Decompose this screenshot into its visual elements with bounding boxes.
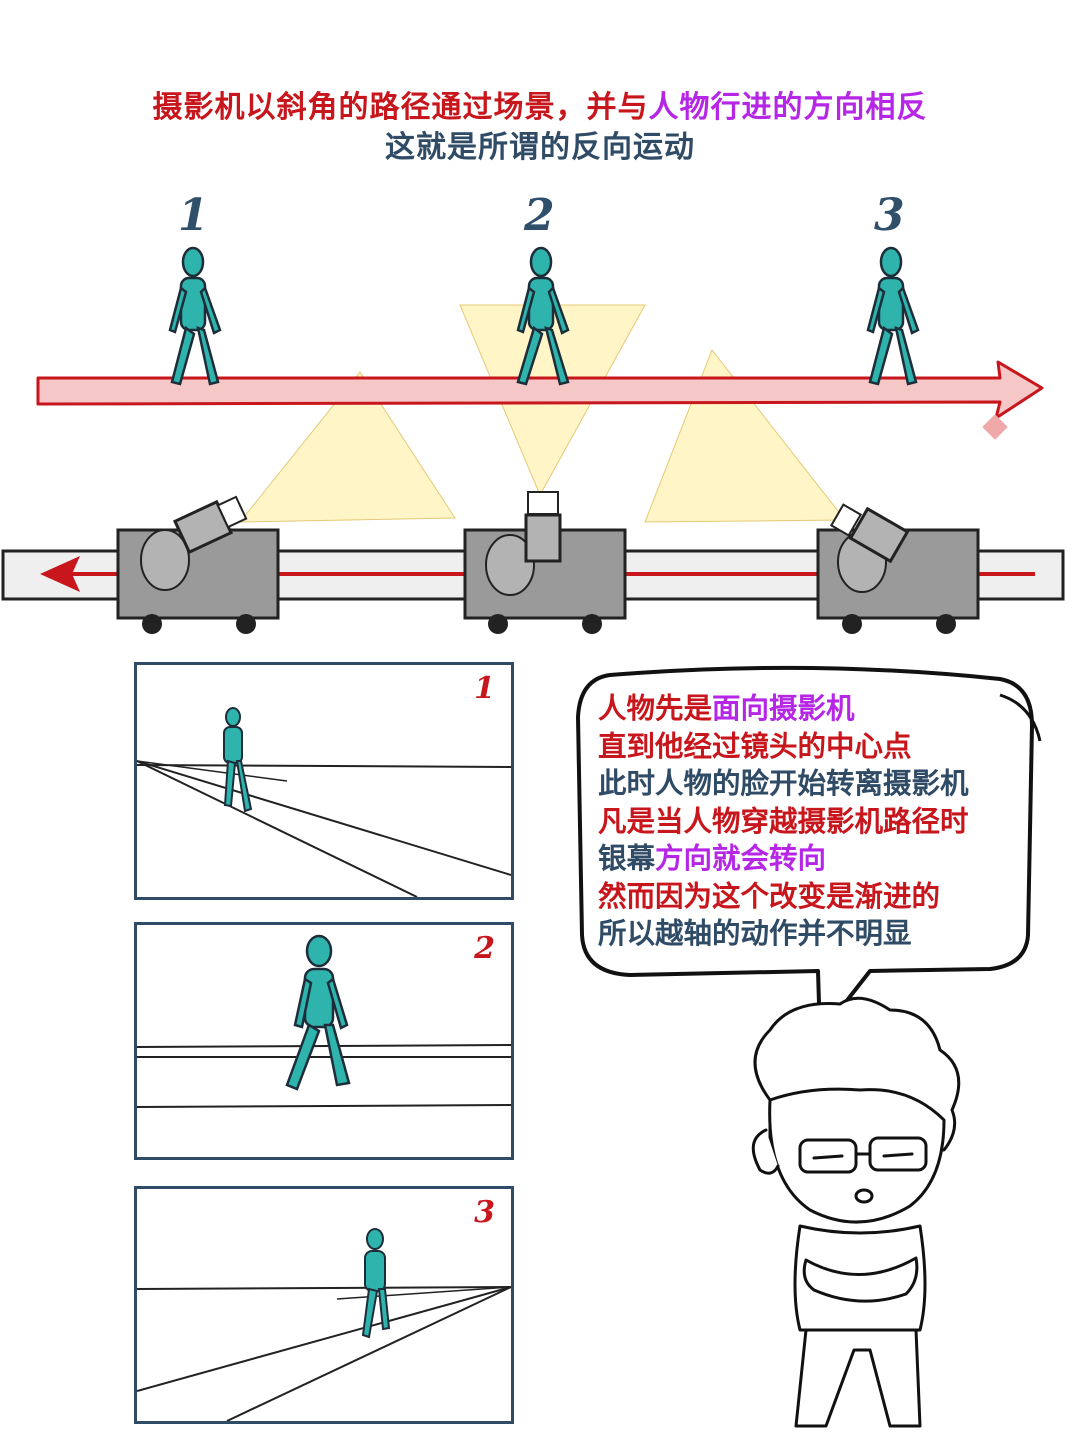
position-label-1: 1 <box>178 190 209 241</box>
bubble-line-1: 人物先是面向摄影机 <box>598 690 969 728</box>
title-part-red: 摄影机以斜角的路径通过场景，并与 <box>152 90 649 125</box>
walking-figure-icon <box>168 246 222 386</box>
storyboard-panel-1: 1 <box>134 662 514 900</box>
bubble-line-6: 然而因为这个改变是渐进的 <box>598 879 941 913</box>
bubble-line-2: 直到他经过镜头的中心点 <box>598 729 912 763</box>
bubble-line-5a: 银幕 <box>598 842 656 875</box>
storyboard-panel-3: 3 <box>134 1186 514 1424</box>
speech-bubble <box>576 665 1042 1037</box>
bubble-line-5: 银幕方向就会转向 <box>598 840 969 878</box>
page-subtitle: 这就是所谓的反向运动 <box>385 130 695 165</box>
storyboard-panel-2: 2 <box>134 922 514 1160</box>
panel-1-drawing <box>137 707 511 897</box>
reverse-motion-diagram <box>1 246 1065 634</box>
title-part-purple: 人物行进的方向相反 <box>648 90 928 125</box>
panel-label-3: 3 <box>474 1195 495 1230</box>
camera-dolly-icon <box>463 491 627 634</box>
position-label-3: 3 <box>874 190 905 241</box>
walking-figure-icon <box>866 246 920 386</box>
camera-dolly-icon <box>816 503 980 634</box>
camera-dolly-icon <box>116 495 280 634</box>
teacher-character-icon <box>751 996 961 1428</box>
bubble-line-3: 此时人物的脸开始转离摄影机 <box>598 767 969 800</box>
panel-label-1: 1 <box>474 671 495 706</box>
walking-figure-icon <box>516 246 570 386</box>
bubble-line-4: 凡是当人物穿越摄影机路径时 <box>598 804 969 838</box>
bubble-text: 人物先是面向摄影机 直到他经过镜头的中心点 此时人物的脸开始转离摄影机 凡是当人… <box>598 690 969 953</box>
subject-path-arrow <box>36 360 1044 440</box>
panel-3-drawing <box>137 1228 511 1421</box>
panel-2-drawing <box>137 934 511 1108</box>
position-label-2: 2 <box>524 190 555 241</box>
bubble-line-7: 所以越轴的动作并不明显 <box>598 917 912 950</box>
page-title: 摄影机以斜角的路径通过场景，并与人物行进的方向相反 <box>0 82 1080 126</box>
panel-label-2: 2 <box>474 931 495 966</box>
bubble-line-1b: 面向摄影机 <box>712 692 855 725</box>
bubble-line-1a: 人物先是 <box>598 692 713 725</box>
bubble-line-5b: 方向就会转向 <box>655 842 827 875</box>
camera-beams <box>238 304 847 523</box>
